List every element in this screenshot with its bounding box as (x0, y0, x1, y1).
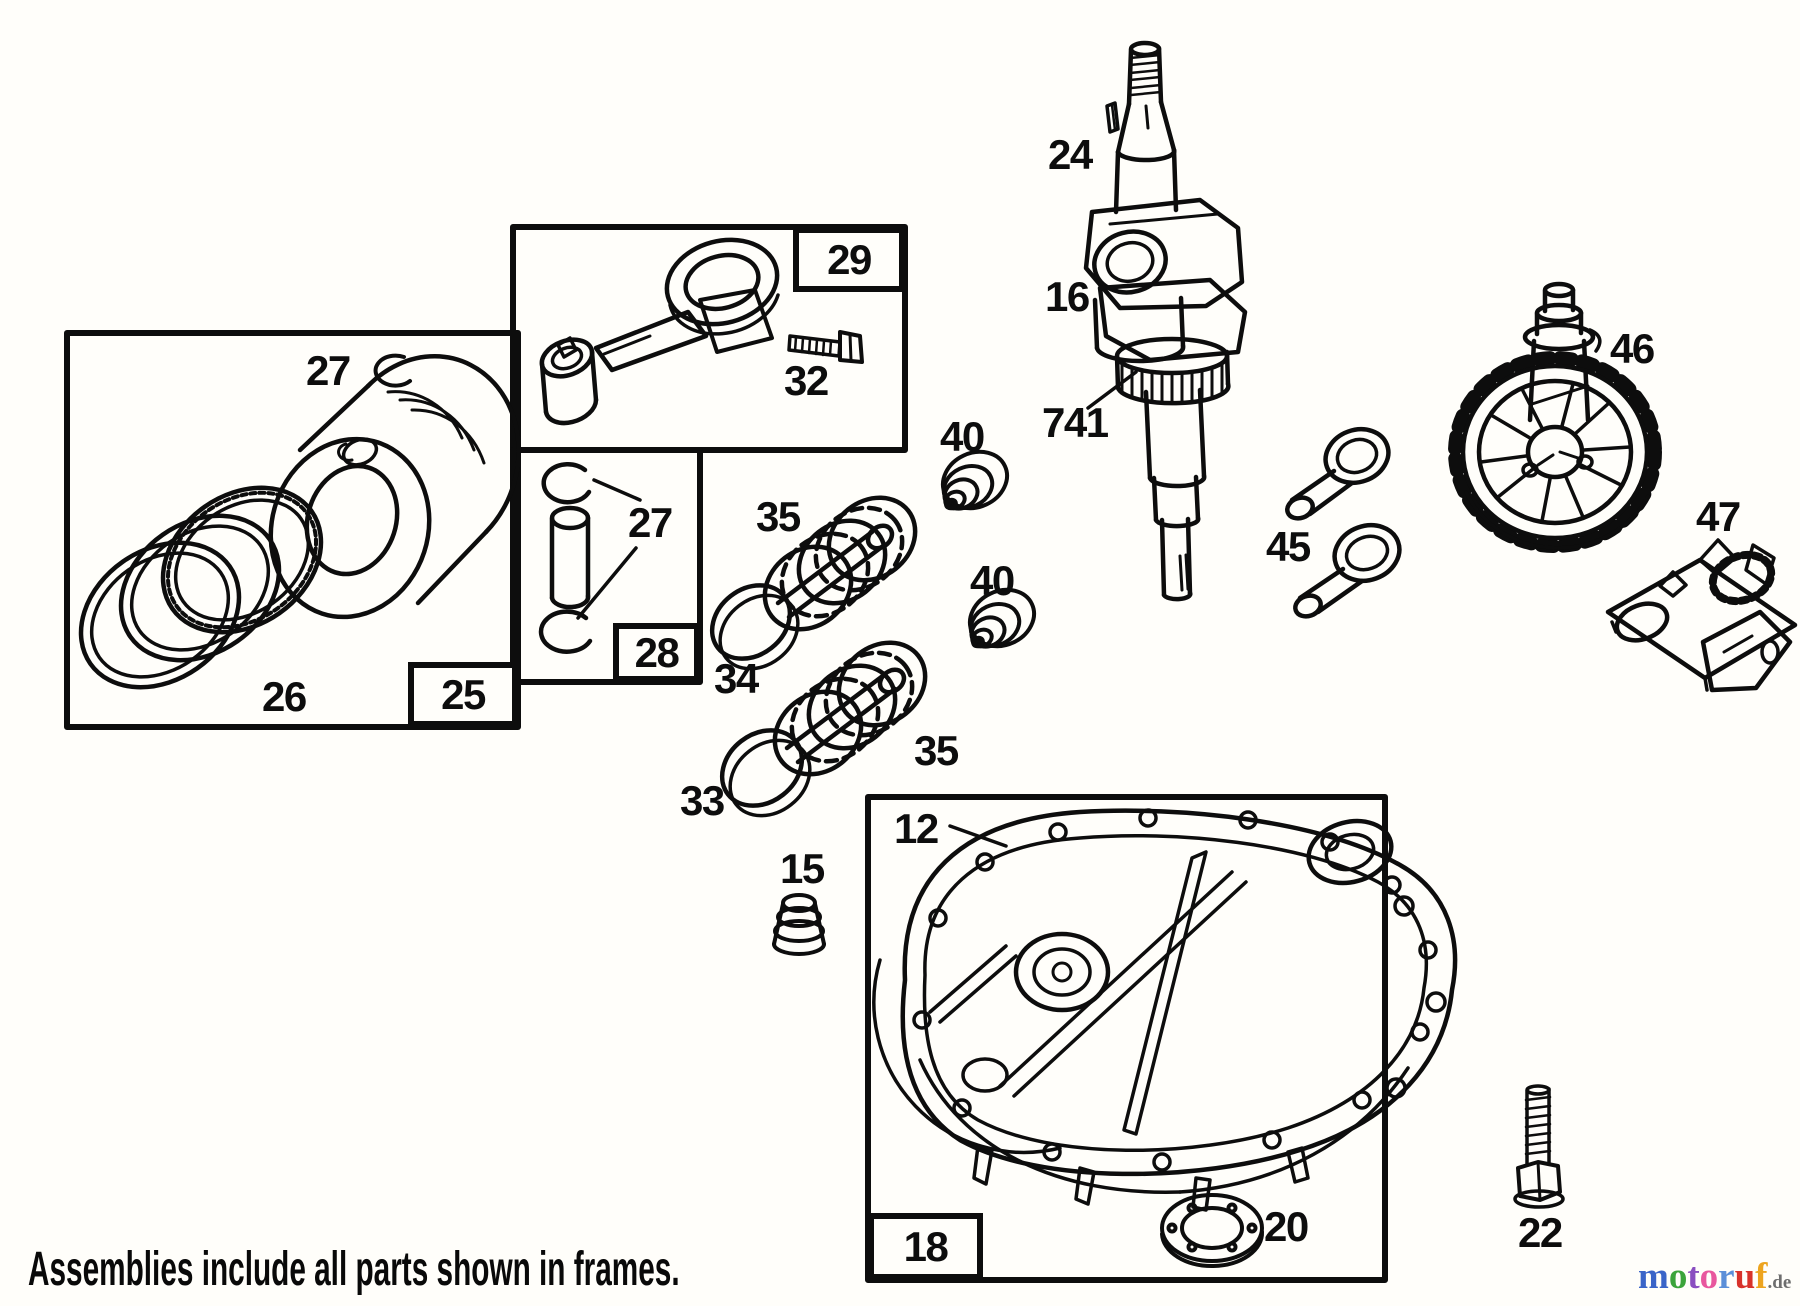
thread-hatching (1524, 1095, 1552, 1156)
watermark-suffix: .de (1767, 1272, 1792, 1293)
watermark-letter: m (1638, 1256, 1669, 1297)
watermark-letter: o (1668, 1256, 1688, 1297)
exhaust-valve-spring (719, 640, 928, 818)
crankshaft (1083, 40, 1248, 602)
piston-rings (78, 485, 324, 690)
frame-28 (510, 447, 703, 685)
part-label-24: 24 (1048, 131, 1093, 178)
leader-lines (576, 370, 1138, 848)
frame-25 (64, 330, 521, 730)
leader-741 (1086, 370, 1138, 410)
assembly-frames (64, 224, 1388, 1283)
sump-pan (872, 808, 1458, 1212)
frame-18 (865, 794, 1388, 1283)
leader-27-bottom (576, 546, 638, 620)
part-label-35: 35 (756, 493, 801, 540)
assembly-label-18: 18 (868, 1213, 983, 1280)
frame-29 (510, 224, 908, 453)
part-label-32: 32 (784, 357, 829, 404)
connecting-rod (539, 237, 780, 426)
assembly-label-25: 25 (408, 662, 518, 727)
assembly-label-28: 28 (613, 623, 700, 682)
rod-bolt (787, 330, 864, 364)
part-label-27: 27 (628, 499, 673, 546)
part-label-40: 40 (940, 413, 985, 460)
wrist-pin-group (538, 461, 593, 654)
watermark-letter: f (1755, 1256, 1768, 1297)
part-label-34: 34 (714, 655, 759, 702)
part-label-16: 16 (1045, 273, 1090, 320)
part-label-26: 26 (262, 673, 307, 720)
part-label-15: 15 (780, 845, 825, 892)
watermark-letter: t (1687, 1256, 1700, 1297)
watermark-letter: r (1718, 1256, 1735, 1297)
leader-12 (948, 824, 1008, 848)
watermark-letter: u (1734, 1256, 1756, 1297)
gasket-bolt-holes (912, 808, 1438, 1172)
part-label-12: 12 (894, 805, 939, 852)
part-label-45: 45 (1266, 523, 1311, 570)
footer-note: Assemblies include all parts shown in fr… (28, 1243, 680, 1296)
governor-assembly (1605, 538, 1798, 693)
thread-hatching (1128, 53, 1163, 97)
valve-tappets (1285, 426, 1402, 619)
breather-valve (772, 893, 826, 956)
part-label-33: 33 (680, 777, 725, 824)
part-label-46: 46 (1610, 325, 1655, 372)
assembly-label-29: 29 (793, 227, 905, 292)
part-label-27: 27 (306, 347, 351, 394)
leader-27-top (592, 478, 642, 502)
watermark-letter: o (1699, 1256, 1719, 1297)
intake-valve-spring (709, 495, 918, 671)
sump-bolt (1513, 1084, 1565, 1209)
part-label-20: 20 (1264, 1203, 1309, 1250)
snap-ring-icon (373, 353, 412, 388)
watermark-word: motoruf (1638, 1256, 1768, 1297)
part-label-35: 35 (914, 727, 959, 774)
oil-seal (1160, 1193, 1265, 1269)
part-label-47: 47 (1696, 493, 1741, 540)
camshaft-gear (1448, 281, 1662, 553)
valve-retainer-caps (940, 449, 1037, 649)
watermark-logo: motoruf.de (1638, 1258, 1791, 1295)
part-label-741: 741 (1042, 399, 1109, 446)
part-label-40: 40 (970, 557, 1015, 604)
crankshaft-key (1105, 101, 1120, 134)
part-label-22: 22 (1518, 1209, 1563, 1256)
